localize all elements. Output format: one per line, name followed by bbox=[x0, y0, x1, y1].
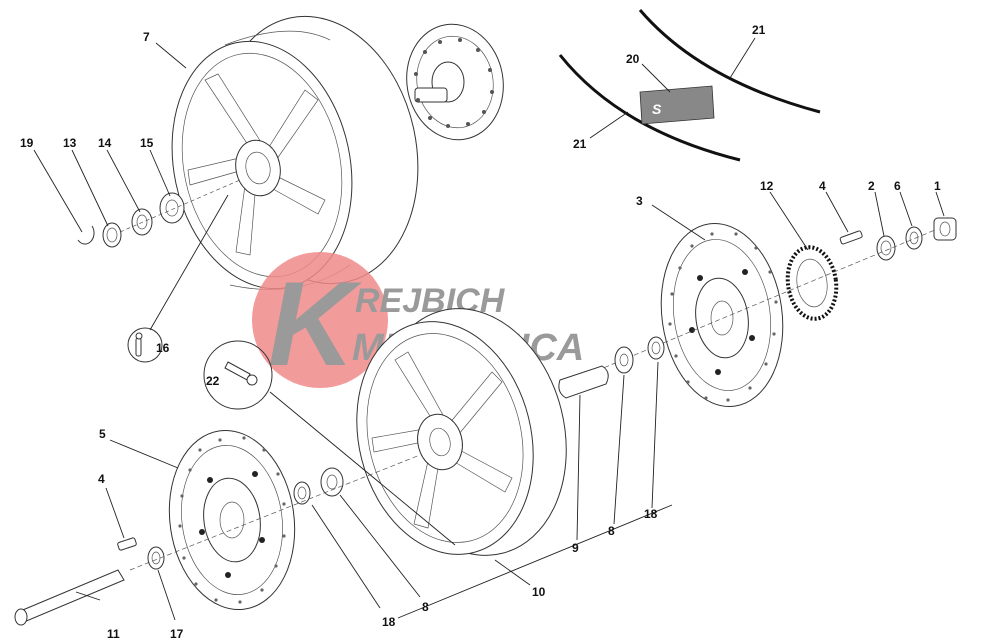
abs-tone-ring bbox=[785, 245, 839, 321]
callout-21-bottom: 21 bbox=[573, 137, 587, 151]
callout-18-right: 18 bbox=[644, 507, 658, 521]
callout-8-bottom: 8 bbox=[422, 600, 429, 614]
front-wheel bbox=[356, 308, 567, 556]
callout-12: 12 bbox=[760, 179, 774, 193]
leader-lines bbox=[33, 37, 945, 621]
callout-9: 9 bbox=[572, 541, 579, 555]
callout-1: 1 bbox=[934, 179, 941, 193]
rear-wheel bbox=[171, 15, 419, 290]
callout-7: 7 bbox=[143, 30, 150, 44]
front-hub-right-parts bbox=[558, 336, 665, 399]
callout-22: 22 bbox=[206, 374, 220, 388]
callout-8-right: 8 bbox=[608, 524, 615, 538]
callout-13: 13 bbox=[63, 136, 77, 150]
front-axle-right-parts bbox=[559, 217, 957, 387]
tyre-valve-22 bbox=[203, 340, 456, 546]
callout-10: 10 bbox=[532, 585, 546, 599]
callout-16: 16 bbox=[156, 341, 170, 355]
callout-18-bottom: 18 bbox=[382, 615, 396, 629]
callout-20: 20 bbox=[626, 52, 640, 66]
svg-text:S: S bbox=[652, 101, 662, 117]
decal-stripes: S bbox=[558, 9, 821, 162]
callout-2: 2 bbox=[868, 179, 875, 193]
callout-19: 19 bbox=[20, 136, 34, 150]
callout-labels: 1 2 3 4 4 5 6 7 8 8 9 10 11 12 13 14 15 … bbox=[20, 23, 941, 641]
callout-6: 6 bbox=[894, 179, 901, 193]
rear-brake-disc bbox=[406, 23, 504, 141]
tyre-valve-16 bbox=[127, 194, 229, 363]
callout-21-top: 21 bbox=[752, 23, 766, 37]
callout-11: 11 bbox=[107, 627, 120, 641]
callout-4-left: 4 bbox=[98, 472, 105, 486]
callout-5: 5 bbox=[99, 427, 106, 441]
watermark-logo-letter: K bbox=[268, 257, 362, 391]
front-axle-left-parts bbox=[14, 454, 421, 626]
callout-3: 3 bbox=[636, 194, 643, 208]
callout-14: 14 bbox=[98, 136, 112, 150]
front-left-disc bbox=[168, 429, 296, 611]
front-right-disc bbox=[660, 223, 784, 407]
callout-15: 15 bbox=[140, 136, 154, 150]
callout-4-top: 4 bbox=[819, 179, 826, 193]
callout-17: 17 bbox=[170, 627, 184, 641]
rear-hub-spacers bbox=[77, 179, 241, 248]
